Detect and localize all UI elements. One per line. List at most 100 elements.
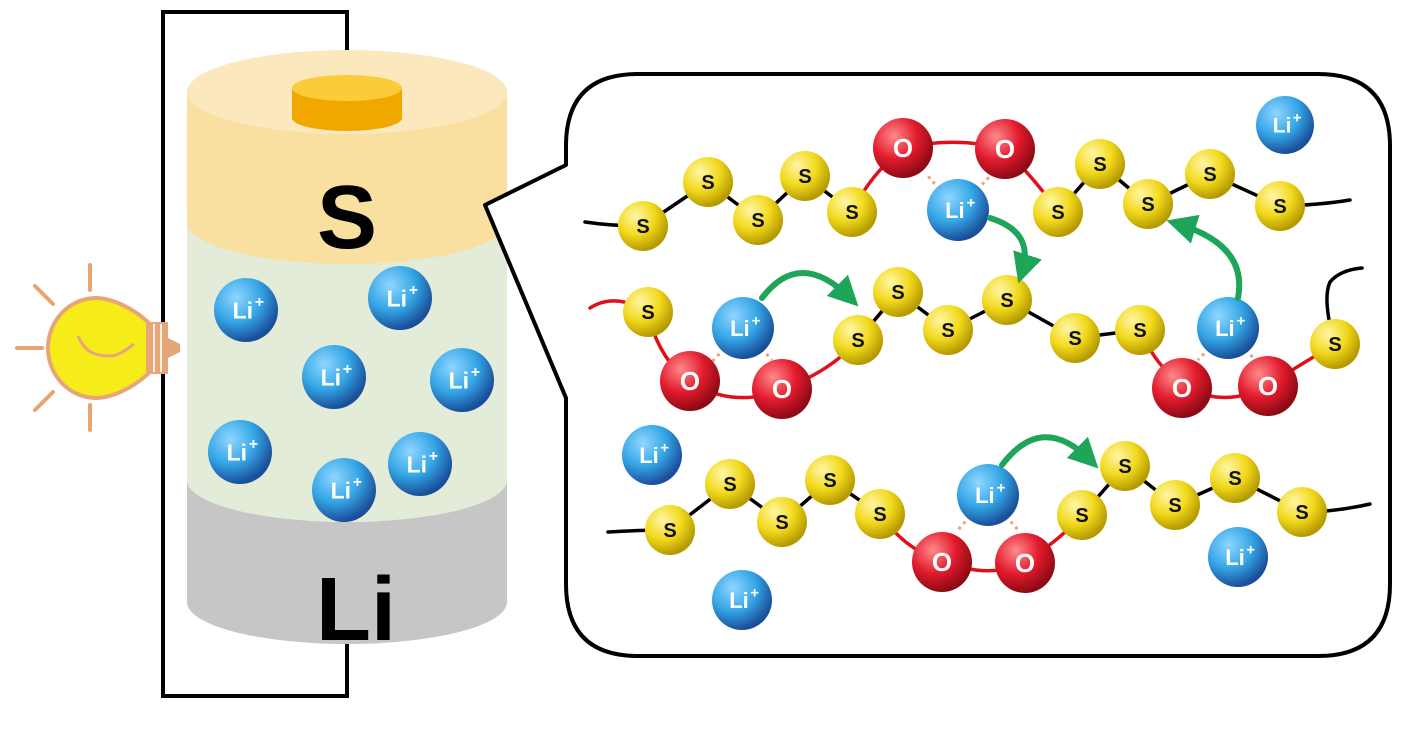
sulfur-symbol: S (823, 470, 836, 492)
sulfur-symbol: S (1133, 320, 1146, 342)
sulfur-sphere (618, 201, 668, 251)
sulfur-atom: S (833, 315, 883, 365)
lithium-charge: + (343, 361, 352, 378)
sulfur-sphere (873, 267, 923, 317)
lithium-sphere (1256, 96, 1314, 154)
lithium-ion: Li+ (927, 179, 989, 241)
lithium-ion: Li+ (622, 425, 682, 485)
sulfur-atom: S (1210, 453, 1260, 503)
oxygen-sphere (752, 359, 812, 419)
lithium-ion: Li+ (1256, 96, 1314, 154)
sulfur-sphere (1150, 480, 1200, 530)
lithium-sphere (957, 464, 1019, 526)
sulfur-atom: S (1255, 181, 1305, 231)
sulfur-atom: S (780, 151, 830, 201)
sulfur-atom: S (1075, 139, 1125, 189)
lithium-charge: + (353, 474, 362, 491)
lithium-sphere (388, 432, 452, 496)
sulfur-atom: S (1115, 305, 1165, 355)
sulfur-atom: S (705, 459, 755, 509)
lithium-ion: Li+ (712, 570, 772, 630)
lithium-charge: + (1293, 109, 1302, 126)
sulfur-symbol: S (1203, 164, 1216, 186)
sulfur-sphere (645, 505, 695, 555)
lithium-ion: Li+ (312, 458, 376, 522)
lithium-ion: Li+ (208, 420, 272, 484)
lithium-charge: + (429, 448, 438, 465)
lithium-symbol: Li (227, 439, 247, 465)
lithium-ion: Li+ (1197, 297, 1259, 359)
lithium-charge: + (249, 436, 258, 453)
sulfur-sphere (1123, 179, 1173, 229)
sulfur-atom: S (1310, 319, 1360, 369)
oxygen-atom: O (873, 118, 933, 178)
lithium-sphere (712, 570, 772, 630)
lithium-symbol: Li (945, 198, 965, 223)
sulfur-sphere (757, 497, 807, 547)
oxygen-symbol: O (893, 133, 913, 163)
lithium-symbol: Li (449, 367, 469, 393)
sulfur-symbol: S (1228, 468, 1241, 490)
lithium-ion: Li+ (388, 432, 452, 496)
lithium-symbol: Li (975, 483, 995, 508)
sulfur-sphere (1057, 490, 1107, 540)
lithium-ion: Li+ (302, 345, 366, 409)
sulfur-symbol: S (1000, 290, 1013, 312)
oxygen-atom: O (1152, 358, 1212, 418)
oxygen-sphere (975, 119, 1035, 179)
oxygen-sphere (1238, 356, 1298, 416)
sulfur-symbol: S (798, 166, 811, 188)
sulfur-symbol: S (775, 512, 788, 534)
oxygen-symbol: O (1258, 371, 1278, 401)
sulfur-symbol: S (641, 302, 654, 324)
lithium-symbol: Li (1225, 545, 1245, 570)
oxygen-sphere (873, 118, 933, 178)
oxygen-symbol: O (1015, 548, 1035, 578)
oxygen-symbol: O (932, 547, 952, 577)
lithium-ion: Li+ (1208, 527, 1268, 587)
sulfur-atom: S (623, 287, 673, 337)
sulfur-symbol: S (723, 474, 736, 496)
lithium-charge: + (752, 312, 761, 329)
sulfur-atom: S (873, 267, 923, 317)
sulfur-symbol: S (663, 520, 676, 542)
sulfur-atom: S (645, 505, 695, 555)
lithium-symbol: Li (233, 297, 253, 323)
sulfur-symbol: S (1118, 456, 1131, 478)
sulfur-symbol: S (701, 172, 714, 194)
sulfur-sphere (1255, 181, 1305, 231)
sulfur-atom: S (1185, 149, 1235, 199)
sulfur-symbol: S (1168, 495, 1181, 517)
lithium-symbol: Li (730, 316, 750, 341)
sulfur-atom: S (683, 157, 733, 207)
oxygen-atom: O (912, 532, 972, 592)
sulfur-atom: S (827, 187, 877, 237)
lithium-ion: Li+ (368, 266, 432, 330)
oxygen-sphere (1152, 358, 1212, 418)
oxygen-atom: O (1238, 356, 1298, 416)
sulfur-sphere (827, 187, 877, 237)
lithium-charge: + (750, 584, 759, 601)
oxygen-atom: O (975, 119, 1035, 179)
sulfur-sphere (1210, 453, 1260, 503)
sulfur-atom: S (757, 497, 807, 547)
sulfur-symbol: S (845, 202, 858, 224)
sulfur-sphere (1310, 319, 1360, 369)
lithium-sphere (312, 458, 376, 522)
sulfur-symbol: S (941, 320, 954, 342)
lithium-sphere (1208, 527, 1268, 587)
lithium-ion: Li+ (957, 464, 1019, 526)
oxygen-sphere (912, 532, 972, 592)
sulfur-sphere (833, 315, 883, 365)
sulfur-sphere (683, 157, 733, 207)
sulfur-atom: S (982, 275, 1032, 325)
sulfur-symbol: S (1093, 154, 1106, 176)
sulfur-symbol: S (1075, 505, 1088, 527)
sulfur-atom: S (1050, 313, 1100, 363)
lithium-ion: Li+ (214, 278, 278, 342)
sulfur-atom: S (1123, 179, 1173, 229)
sulfur-atom: S (733, 195, 783, 245)
sulfur-sphere (733, 195, 783, 245)
lithium-symbol: Li (639, 443, 659, 468)
